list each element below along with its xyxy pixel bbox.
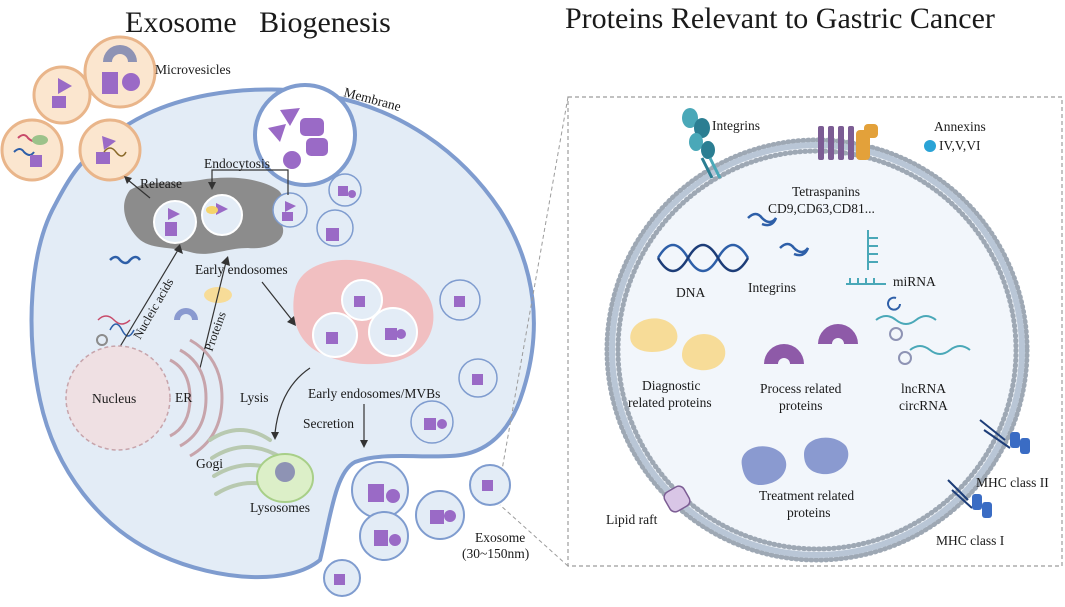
- mirna-label: miRNA: [893, 274, 936, 289]
- mhc1-icon: [947, 479, 992, 518]
- dna-label: DNA: [676, 285, 705, 300]
- nucleic-arrow: [117, 249, 179, 351]
- nucleus-label: Nucleus: [92, 391, 136, 406]
- er-label: ER: [175, 390, 192, 405]
- release-label: Release: [140, 176, 182, 191]
- diagnostic-label-2: related proteins: [628, 395, 712, 410]
- lipid-raft-icon: [663, 485, 691, 513]
- secreted-exosomes: [323, 461, 511, 597]
- microvesicle: [78, 118, 142, 182]
- process-protein-icon: [818, 324, 858, 344]
- integrins-top-label: Integrins: [712, 118, 760, 133]
- mhc2-icon: [979, 419, 1030, 454]
- tetraspanin-icon: [818, 124, 878, 160]
- mvb-side-vesicles: [410, 279, 498, 444]
- exosome-size-label: (30~150nm): [462, 546, 529, 561]
- lncrna-icon: [875, 315, 971, 365]
- diagnostic-protein-icon: [681, 334, 726, 371]
- nucleic-acid-icons: [96, 255, 142, 346]
- lysosomes-label: Lysosomes: [250, 500, 310, 515]
- mvb-arrow: [261, 281, 293, 321]
- mirna-icon: [846, 230, 901, 311]
- process-label-2: proteins: [779, 398, 823, 413]
- endocytosis-pocket: [253, 83, 357, 187]
- annexin-icon: [924, 140, 936, 152]
- lysis-arrow: [274, 367, 311, 434]
- microvesicle: [32, 65, 92, 125]
- process-label-1: Process related: [760, 381, 842, 396]
- exosome-detail: Integrins Annexins IV,V,VI Tetraspanins …: [604, 108, 1049, 563]
- endocytosis-label: Endocytosis: [204, 156, 270, 171]
- release-arrow: [127, 179, 151, 199]
- bilayer-outer: [604, 137, 1030, 563]
- cargo-square-2: [306, 138, 328, 156]
- lncrna-label: lncRNA: [901, 381, 946, 396]
- early-endosomes-label: Early endosomes: [195, 262, 288, 277]
- exosome-outer: [605, 138, 1029, 562]
- circrna-label: circRNA: [899, 398, 948, 413]
- exosome-label: Exosome: [475, 530, 525, 545]
- nucleus: [65, 345, 171, 451]
- bilayer-inner: [615, 148, 1019, 552]
- zoom-line-bottom: [499, 504, 569, 567]
- diagnostic-protein-icon: [630, 318, 678, 352]
- coil-icons: [747, 212, 810, 257]
- right-title: Proteins Relevant to Gastric Cancer: [565, 2, 995, 35]
- zoom-line-top: [501, 96, 569, 471]
- cargo-triangle: [280, 108, 300, 126]
- microvesicles-label: Microvesicles: [155, 62, 231, 77]
- diagnostic-label-1: Diagnostic: [642, 378, 701, 393]
- endocytosis-arrow: [211, 169, 289, 195]
- early-endosomes-mvbs-label: Early endosomes/MVBs: [308, 386, 440, 401]
- annexins-label-2: IV,V,VI: [939, 138, 981, 153]
- protein-icon-blue: [174, 308, 198, 320]
- treatment-protein-icon: [741, 446, 787, 486]
- treatment-label-2: proteins: [787, 505, 831, 520]
- tetraspanins-label-1: Tetraspanins: [792, 184, 860, 199]
- treatment-protein-icon: [804, 437, 849, 475]
- lysis-label: Lysis: [240, 390, 269, 405]
- cargo-circle: [283, 151, 301, 169]
- dna-icon: [656, 243, 750, 273]
- mhc1-label: MHC class I: [936, 533, 1005, 548]
- treatment-label-1: Treatment related: [759, 488, 854, 503]
- integrins-mid-label: Integrins: [748, 280, 796, 295]
- er: [169, 338, 224, 458]
- lipid-raft-label: Lipid raft: [606, 512, 658, 527]
- integrin-icon: [682, 108, 722, 179]
- microvesicle: [0, 118, 64, 182]
- process-protein-icon: [764, 344, 804, 364]
- annexins-label-1: Annexins: [934, 119, 986, 134]
- gogi-label: Gogi: [196, 456, 223, 471]
- endocytic-vesicles: [272, 173, 362, 247]
- bilayer-tails: [609, 142, 1025, 558]
- tetraspanins-label-2: CD9,CD63,CD81...: [768, 201, 875, 216]
- cargo-square: [300, 118, 324, 136]
- mhc2-label: MHC class II: [976, 475, 1049, 490]
- microvesicles: [0, 35, 157, 182]
- cargo-triangle-2: [268, 124, 286, 142]
- left-title: Exosome Biogenesis: [125, 6, 391, 39]
- secretion-label: Secretion: [303, 416, 354, 431]
